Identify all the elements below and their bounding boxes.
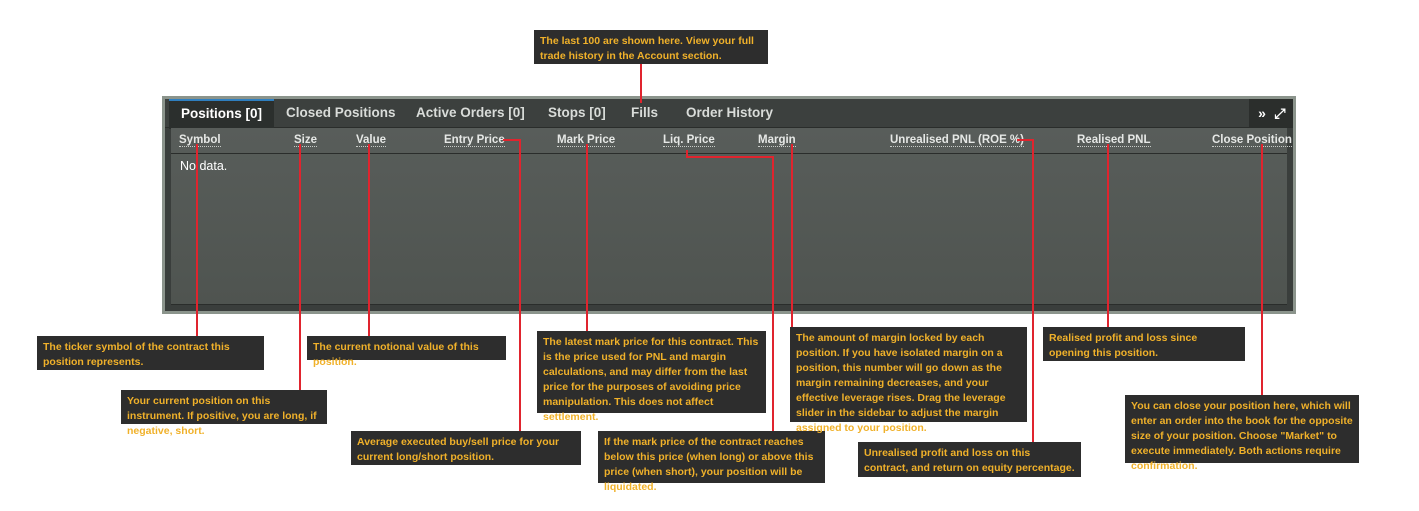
column-unrealised-pnl[interactable]: Unrealised PNL (ROE %) [890,134,1024,147]
empty-state: No data. [180,159,228,173]
tab-stops[interactable]: Stops [0] [548,105,606,120]
column-liq-price[interactable]: Liq. Price [663,134,715,147]
callout-liq: If the mark price of the contract reache… [598,431,825,493]
callout-margin: The amount of margin locked by each posi… [790,327,1027,434]
column-mark-price[interactable]: Mark Price [557,134,616,147]
callout-size: Your current position on this instrument… [121,390,327,437]
tab-fills[interactable]: Fills [631,105,659,120]
callout-close: You can close your position here, which … [1125,395,1359,472]
collapse-icon[interactable]: » [1258,105,1266,121]
tab-order-history[interactable]: Order History [686,105,774,120]
callout-unrealised: Unrealised profit and loss on this contr… [858,442,1081,477]
tab-closed-positions[interactable]: Closed Positions [286,105,396,120]
callout-mark: The latest mark price for this contract.… [537,331,766,423]
tab-positions[interactable]: Positions [0] [169,99,275,129]
callout-value: The current notional value of this posit… [307,336,506,368]
callout-realised: Realised profit and loss since opening t… [1043,327,1245,361]
column-entry-price[interactable]: Entry Price [444,134,505,147]
column-margin[interactable]: Margin [758,134,796,147]
column-realised-pnl[interactable]: Realised PNL [1077,134,1151,147]
table-header: Symbol Size Value Entry Price Mark Price… [171,128,1292,154]
positions-panel: Positions [0] Closed Positions Active Or… [162,96,1296,314]
callout-entry: Average executed buy/sell price for your… [351,431,581,465]
column-close-position[interactable]: Close Position [1212,134,1292,147]
panel-tools: » ⤢ [1249,99,1293,127]
callout-history: The last 100 are shown here. View your f… [534,30,768,64]
tab-active-orders[interactable]: Active Orders [0] [416,105,525,120]
positions-table: Symbol Size Value Entry Price Mark Price… [171,128,1292,305]
callout-symbol: The ticker symbol of the contract this p… [37,336,264,370]
column-symbol[interactable]: Symbol [179,134,221,147]
column-size[interactable]: Size [294,134,318,147]
column-value[interactable]: Value [356,134,387,147]
tab-bar: Positions [0] Closed Positions Active Or… [165,99,1293,129]
expand-icon[interactable]: ⤢ [1274,105,1286,121]
